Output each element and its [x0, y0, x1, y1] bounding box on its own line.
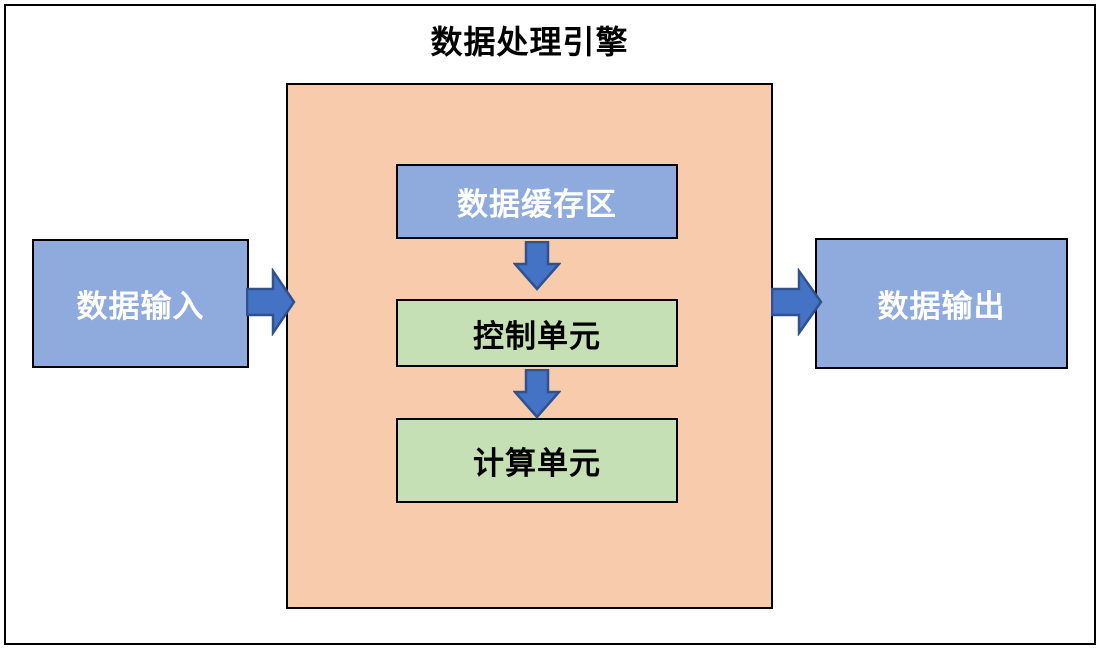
node-data-buffer: 数据缓存区 [396, 164, 678, 239]
node-compute-unit: 计算单元 [396, 418, 678, 503]
arrow-input-to-engine-icon [246, 268, 296, 336]
node-control-unit: 控制单元 [396, 299, 678, 367]
arrow-control-to-compute-icon [513, 369, 561, 419]
arrow-shape [771, 268, 823, 336]
diagram-title: 数据处理引擎 [430, 24, 629, 60]
arrow-engine-to-output-icon [771, 268, 823, 336]
arrow-buffer-to-control-icon [513, 241, 561, 291]
arrow-shape [513, 241, 561, 291]
node-data-input: 数据输入 [32, 239, 249, 368]
node-data-output: 数据输出 [815, 238, 1068, 369]
arrow-shape [246, 268, 296, 336]
arrow-shape [513, 369, 561, 419]
